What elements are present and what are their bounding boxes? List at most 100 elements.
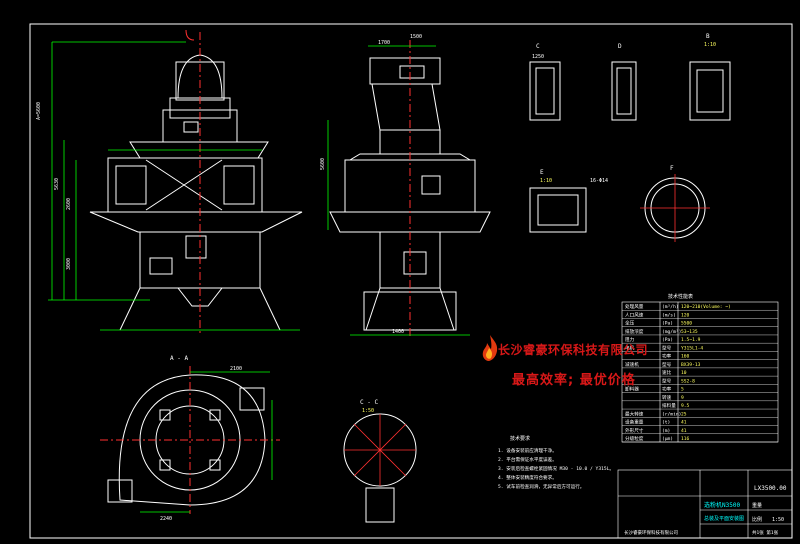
- tech-note-line: 3. 安装后检查螺栓紧固情况 M30 - 10.0 / Y315L。: [498, 465, 614, 472]
- section-aa-centerlines: [100, 366, 280, 514]
- tech-table: 处理风量(m³/h)120~210(Volume: ~)人口风速(m/s)120…: [622, 303, 778, 443]
- dim-1400: 1400: [392, 329, 404, 335]
- table-cell-k: 设备重量: [625, 419, 644, 426]
- table-cell-k: 最大转速: [625, 410, 644, 417]
- tech-notes: 1. 设备安装前应清理干净。 2. 平台需保证水平度误差。 3. 安装后检查螺栓紧固…: [498, 447, 614, 490]
- table-cell-k: 外形尺寸: [625, 427, 644, 434]
- table-cell-v: 41: [681, 420, 687, 426]
- table-cell-v: 25: [681, 411, 687, 417]
- table-cell-v: 120: [681, 312, 690, 318]
- title-weight-label: 重量: [752, 502, 762, 509]
- tech-note-line: 1. 设备安装前应清理干净。: [498, 447, 557, 454]
- table-cell-k: 减速机: [625, 361, 639, 368]
- table-cell-u: (r/min): [662, 411, 681, 417]
- table-cell-v: 9.5: [681, 403, 690, 409]
- title-scale-value: 1:50: [772, 517, 784, 523]
- table-cell-u: (m): [662, 428, 670, 434]
- table-cell-u: 功率: [662, 353, 672, 360]
- dim-5600: 5600: [320, 158, 326, 170]
- table-cell-v: SS2-8: [681, 378, 695, 384]
- detail-f-lines: [640, 174, 710, 242]
- tech-table-title: 技术性能表: [668, 293, 693, 300]
- watermark-company: 长沙睿豪环保科技有限公司: [498, 343, 649, 357]
- table-cell-k: 阻力: [625, 336, 635, 343]
- section-aa-label: A - A: [170, 355, 188, 362]
- tech-note-line: 5. 试车前检查润滑，无异常后方可运行。: [498, 483, 584, 490]
- tech-notes-title: 技术要求: [510, 435, 530, 442]
- dim-1250: 1250: [532, 54, 544, 60]
- table-cell-k: 分级粒度: [625, 435, 644, 442]
- section-cc-spokes: [344, 414, 416, 486]
- table-cell-u: (μm): [662, 436, 673, 442]
- detail-f-label: F: [670, 165, 674, 172]
- table-cell-u: (m/s): [662, 312, 676, 318]
- tech-table-grid: [621, 301, 779, 443]
- drawing-number: LX3500.00: [754, 485, 787, 492]
- table-cell-u: 型号: [662, 377, 672, 384]
- table-cell-u: (t): [662, 420, 670, 426]
- table-cell-k: 全压: [625, 320, 635, 327]
- front-dimensions: [48, 41, 300, 331]
- detail-b: [529, 61, 561, 121]
- table-cell-v: BX39-13: [681, 362, 701, 368]
- front-dim-text: A=5600 5630 2600 3000: [36, 102, 72, 270]
- section-cc-label: C - C: [360, 399, 378, 406]
- title-block-grid: [617, 469, 793, 539]
- table-cell-u: (Pa): [662, 321, 673, 327]
- detail-e-label: E: [540, 169, 544, 176]
- detail-e-scale: 1:10: [540, 178, 552, 184]
- table-cell-u: (mg/m³): [662, 329, 681, 335]
- table-cell-v: 1.5~1.9: [681, 337, 701, 343]
- title-name-line1: 选粉机N3500: [704, 501, 740, 509]
- table-cell-v: 41: [681, 428, 687, 434]
- side-dimensions: [327, 45, 470, 336]
- table-cell-k: 卸料器: [625, 386, 639, 393]
- dim-2240: 2240: [160, 516, 172, 522]
- watermark-slogan: 最高效率; 最优价格: [512, 373, 636, 388]
- detail-e-note: 16-Φ14: [590, 178, 608, 184]
- svg-text:2600: 2600: [66, 198, 72, 210]
- table-cell-u: 型号: [662, 361, 672, 368]
- table-cell-v: 160: [681, 354, 690, 360]
- section-aa-dims: [140, 371, 273, 513]
- detail-d-label: D: [618, 43, 622, 50]
- table-cell-v: 116: [681, 436, 690, 442]
- table-cell-u: 转速: [662, 394, 672, 401]
- table-cell-u: (Pa): [662, 337, 673, 343]
- flame-logo-icon: [482, 335, 498, 361]
- title-company-cell: 长沙睿豪环保科技有限公司: [624, 529, 678, 536]
- table-cell-v: 9: [681, 395, 684, 401]
- detail-d: [611, 61, 637, 121]
- detail-b-label: B: [706, 33, 710, 40]
- table-cell-v: 53~135: [681, 329, 698, 335]
- table-cell-k: 电机: [625, 344, 635, 351]
- dim-1500: 1500: [410, 34, 422, 40]
- table-cell-u: 速比: [662, 369, 672, 376]
- detail-b-scale: 1:10: [704, 42, 716, 48]
- svg-text:3000: 3000: [66, 258, 72, 270]
- title-sheet: 共1张 第1张: [752, 529, 779, 536]
- outer-frame: [29, 23, 793, 539]
- table-cell-v: 5: [681, 387, 684, 393]
- table-cell-v: Y315L1-4: [681, 345, 703, 351]
- side-view: [329, 57, 491, 331]
- dim-1700: 1700: [378, 40, 390, 46]
- title-name-line2: 总装及平面安装图: [704, 515, 744, 522]
- table-cell-v: 5500: [681, 321, 692, 327]
- tech-note-line: 2. 平台需保证水平度误差。: [498, 456, 557, 463]
- table-cell-u: 排料量: [662, 402, 676, 409]
- table-cell-u: 型号: [662, 344, 672, 351]
- detail-c-label: C: [536, 43, 540, 50]
- svg-text:A=5600: A=5600: [36, 102, 42, 120]
- title-scale-label: 比例: [752, 516, 762, 523]
- section-cc-scale: 1:50: [362, 408, 374, 414]
- table-cell-v: 10: [681, 370, 687, 376]
- front-view: [89, 29, 303, 331]
- table-cell-k: 排放浓度: [625, 328, 644, 335]
- side-dim-text: 1700 1500 5600 1400: [320, 34, 422, 335]
- detail-b2: [689, 61, 731, 121]
- table-cell-v: 120~210(Volume: ~): [681, 304, 731, 310]
- table-cell-u: (m³/h): [662, 304, 679, 310]
- table-cell-k: 处理风量: [625, 303, 644, 310]
